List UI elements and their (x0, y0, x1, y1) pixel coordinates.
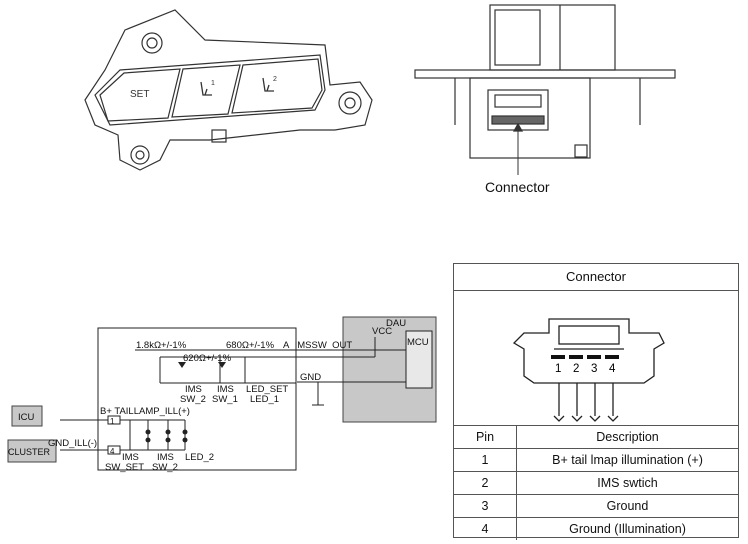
pin-cell: 4 (454, 517, 517, 540)
led-set-label-a: LED_SET (246, 384, 288, 395)
table-header-row: Pin Description (454, 425, 738, 449)
cluster-box (7, 439, 57, 463)
description-cell: IMS swtich (516, 471, 738, 495)
ims-sw2-label-a: IMS (185, 384, 202, 395)
pin-cell: 2 (454, 471, 517, 495)
description-cell: Ground (516, 494, 738, 518)
connector-face-drawing: 1 2 3 4 (454, 291, 738, 426)
pin-description-table: Pin Description 1 B+ tail lmap illuminat… (454, 425, 738, 540)
ims-sw2-label-b: SW_2 (180, 394, 206, 405)
description-cell: Ground (Illumination) (516, 517, 738, 540)
b-plus-label: B+ TAILLAMP_ILL(+) (100, 406, 190, 417)
connector-pin-table: Connector 1 2 (453, 263, 739, 540)
vcc-label: VCC (372, 326, 392, 337)
connector-callout-label: Connector (485, 179, 550, 195)
pin-cell: 3 (454, 494, 517, 518)
resistor-3-label: 680Ω+/-1% (226, 340, 275, 351)
table-row: 3 Ground (454, 494, 738, 518)
seat-memory-1-icon (200, 81, 212, 96)
pin-cell: 1 (454, 448, 517, 472)
pin-number-2: 2 (573, 363, 579, 375)
mount-hole-bottom (130, 145, 150, 165)
gnd-ill-label: GND_ILL(-) (48, 438, 97, 449)
ims-sw1-label-a: IMS (217, 384, 234, 395)
mcu-label: MCU (407, 337, 429, 348)
ims-sw-set-label-b: SW_SET (105, 462, 144, 473)
resistor-2-label: 620Ω+/-1% (183, 353, 232, 364)
icu-box (11, 405, 43, 427)
set-button-label: SET (130, 89, 149, 100)
ims-sw-set-label-a: IMS (122, 452, 139, 463)
pin-header: Pin (454, 425, 517, 449)
table-row: 1 B+ tail lmap illumination (+) (454, 448, 738, 472)
pin1-label: 1 (110, 417, 115, 426)
ims-sw2c-label-a: IMS (157, 452, 174, 463)
ims-sw1-label-b: SW_1 (212, 394, 238, 405)
memory-2-label: 2 (273, 76, 277, 83)
memory-1-label: 1 (211, 80, 215, 87)
mount-hole-right (338, 91, 362, 115)
led-set-label-b: LED_1 (250, 394, 279, 405)
pin-number-3: 3 (591, 363, 597, 375)
table-row: 2 IMS swtich (454, 471, 738, 495)
imssw-out-label: A_IMSSW_OUT (283, 340, 352, 351)
seat-memory-2-icon (262, 77, 274, 92)
ims-sw2c-label-b: SW_2 (152, 462, 178, 473)
description-cell: B+ tail lmap illumination (+) (516, 448, 738, 472)
cluster-label: CLUSTER (8, 447, 51, 457)
dau-label: DAU (386, 318, 406, 329)
table-row: 4 Ground (Illumination) (454, 517, 738, 540)
description-header: Description (516, 425, 738, 449)
mcu-box (405, 330, 433, 389)
circuit-schematic (60, 316, 437, 471)
led2-label: LED_2 (185, 452, 214, 463)
ims-switch-module (84, 9, 373, 171)
table-title: Connector (454, 264, 738, 291)
switch-contacts (145, 362, 226, 443)
pin-number-1: 1 (555, 363, 561, 375)
switch-circuit-box (97, 327, 297, 471)
icu-label: ICU (18, 412, 35, 423)
switch-side-view (414, 4, 676, 175)
mount-hole-top (141, 32, 163, 54)
resistor-1-label: 1.8kΩ+/-1% (136, 340, 187, 351)
pin-number-4: 4 (609, 363, 616, 375)
gnd-label: GND (300, 372, 321, 383)
schematic-labels: MCU DAU VCC ICU CLUSTER 1.8kΩ+/-1% 620Ω+… (8, 318, 429, 473)
pin4-label: 4 (110, 447, 115, 456)
